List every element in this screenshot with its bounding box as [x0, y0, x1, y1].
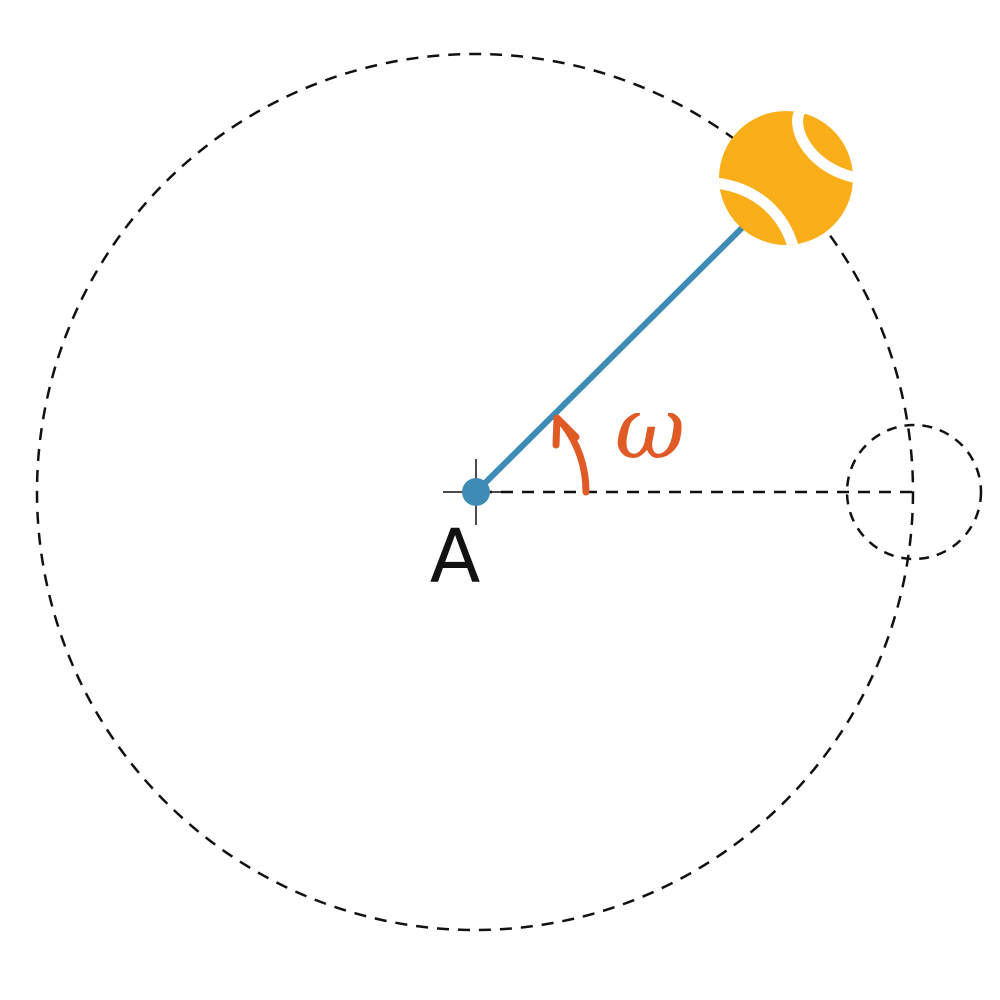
angular-velocity-arrow: [552, 414, 590, 496]
pivot-label: A: [430, 514, 481, 600]
omega-label: ω: [615, 379, 685, 479]
pivot-point: [462, 478, 490, 506]
reference-position-circle: [845, 423, 983, 561]
tennis-ball-icon: [719, 111, 853, 245]
orbit-path-circle: [35, 52, 915, 932]
string-line: [473, 215, 755, 495]
